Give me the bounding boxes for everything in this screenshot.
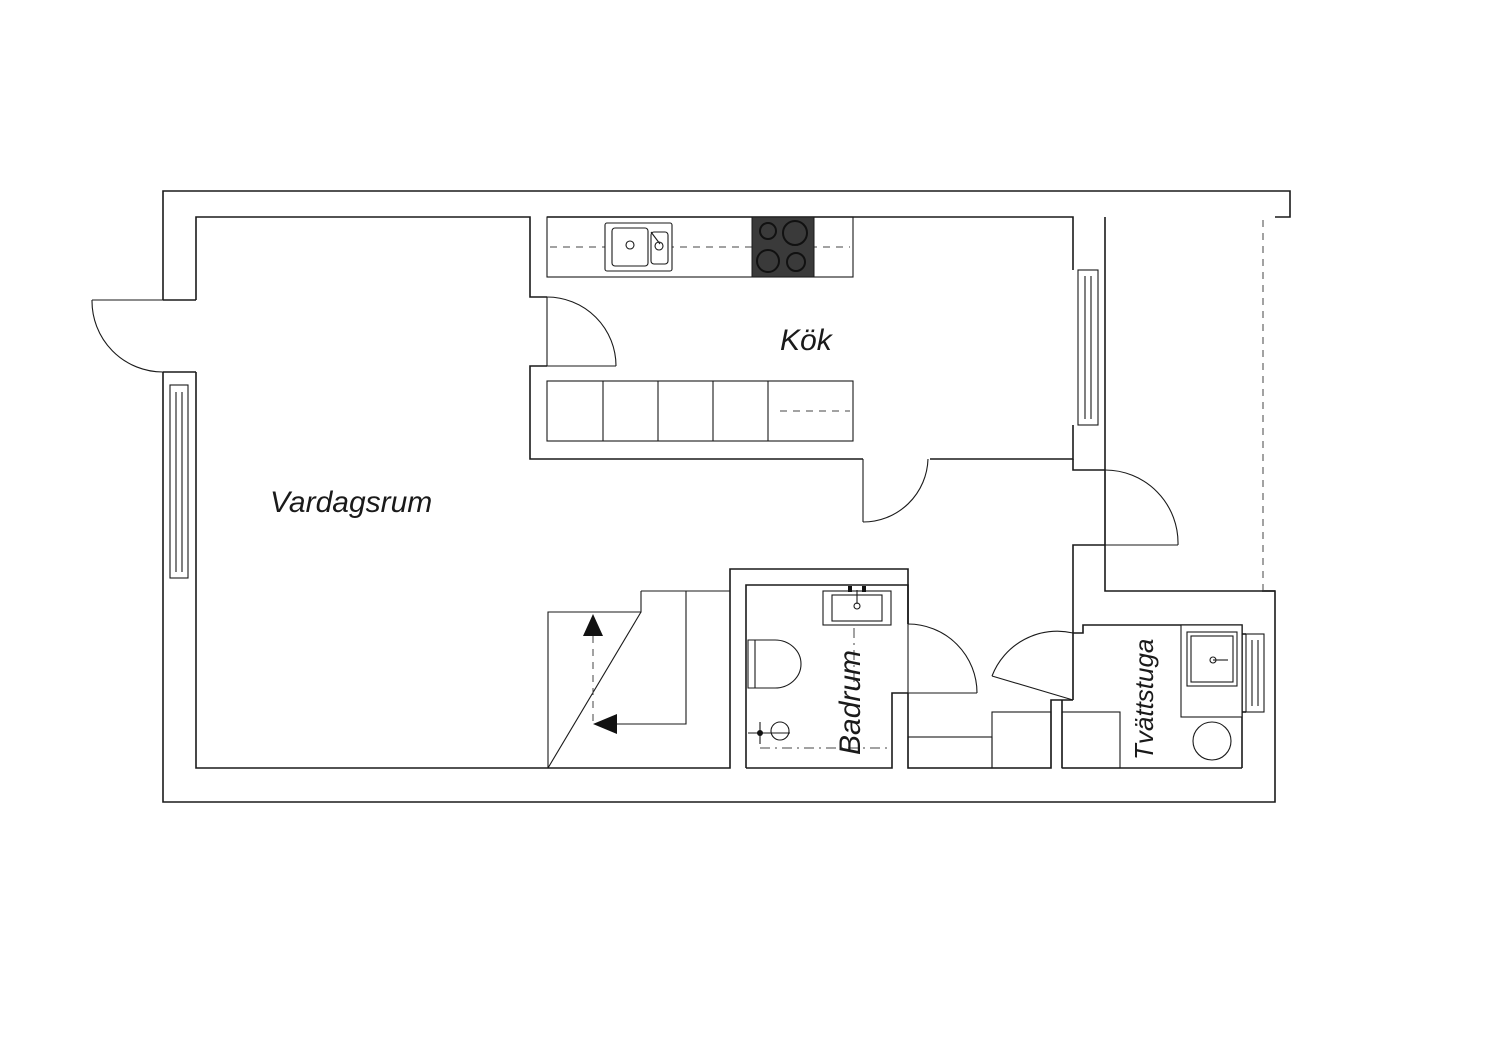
washing-machine <box>1192 721 1232 761</box>
stair-arrow-up <box>583 614 603 636</box>
laundry-sink <box>1180 624 1243 718</box>
room-label-bathroom: Badrum <box>834 650 867 755</box>
kitchen-door-left <box>546 296 617 367</box>
staircase <box>547 590 730 769</box>
window-living-room <box>169 384 189 579</box>
stove <box>751 216 815 278</box>
bathroom-door <box>907 623 978 694</box>
room-label-kitchen: Kök <box>780 324 834 357</box>
laundry-cabinet <box>1061 711 1121 769</box>
stair-arrow-left <box>593 714 617 734</box>
kitchen-sink <box>604 222 673 272</box>
room-label-laundry: Tvättstuga <box>1129 639 1159 760</box>
window-laundry <box>1245 633 1265 713</box>
toilet <box>747 639 802 689</box>
kitchen-door-bottom <box>862 458 929 523</box>
window-kitchen <box>1077 269 1099 426</box>
hall-cabinets <box>907 711 1052 769</box>
hall-door-right <box>1104 469 1179 546</box>
laundry-door <box>991 630 1074 701</box>
kitchen-counter-bottom <box>546 380 854 442</box>
entry-door <box>91 299 164 373</box>
room-label-living-room: Vardagsrum <box>270 486 432 519</box>
shower <box>748 721 888 749</box>
bathroom-sink <box>822 586 892 626</box>
